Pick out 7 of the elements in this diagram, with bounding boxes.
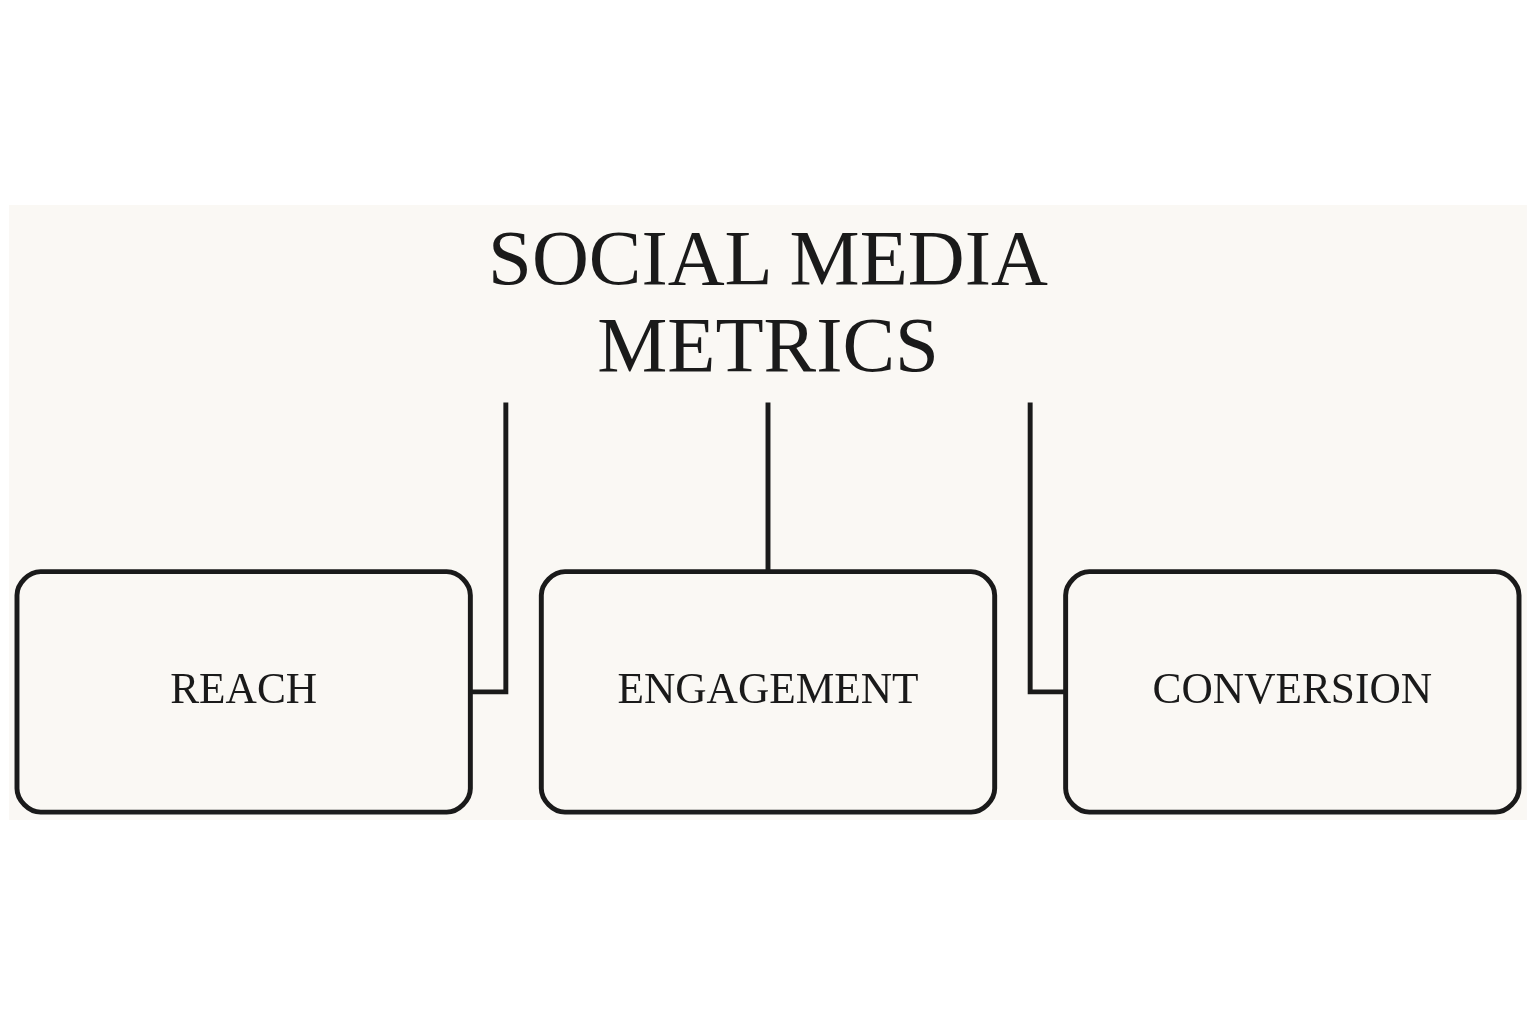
node-text: SOCIAL MEDIA METRICS [488, 213, 1048, 388]
connector [765, 402, 771, 571]
node-box: CONVERSION [1063, 568, 1522, 815]
node-box: ENGAGEMENT [538, 568, 998, 815]
connector [1027, 402, 1066, 694]
connector [470, 402, 509, 694]
node-box: REACH [14, 568, 473, 815]
